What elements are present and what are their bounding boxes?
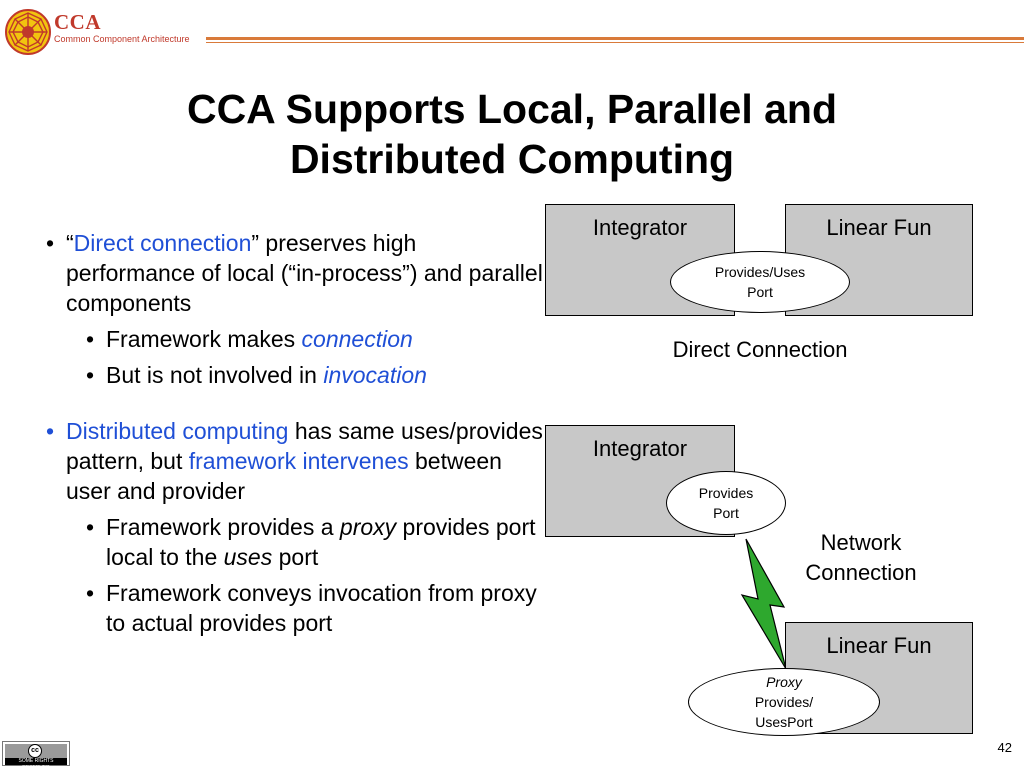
cc-icon: cc — [28, 744, 42, 758]
highlight-direct-connection: Direct connection — [73, 230, 252, 256]
bullet-distributed-computing: •Distributed computing has same uses/pro… — [46, 418, 543, 504]
page-number: 42 — [997, 740, 1012, 755]
header-rule — [206, 37, 1024, 40]
provides-uses-port-ellipse: Provides/Uses Port — [670, 251, 850, 313]
bullet-direct-connection: •“Direct connection” preserves high perf… — [46, 230, 543, 316]
brand-long: Common Component Architecture — [54, 34, 190, 44]
slide-title: CCA Supports Local, Parallel and Distrib… — [186, 86, 838, 182]
sub-bullet-conveys: •Framework conveys invocation from proxy… — [86, 580, 537, 636]
sub-bullet-framework-makes: •Framework makes connection — [86, 326, 413, 352]
brand-short: CCA — [54, 10, 101, 34]
header-rule-thin — [206, 42, 1024, 43]
sub-bullet-proxy: •Framework provides a proxy provides por… — [86, 514, 536, 570]
cca-logo-icon — [5, 9, 51, 55]
proxy-provides-uses-port-ellipse: Proxy Provides/ UsesPort — [688, 668, 880, 736]
direct-connection-caption: Direct Connection — [672, 337, 848, 362]
provides-port-ellipse: Provides Port — [666, 471, 786, 535]
network-connection-label: Network Connection — [805, 530, 917, 585]
sub-bullet-not-involved: •But is not involved in invocation — [86, 362, 427, 388]
creative-commons-badge: cc SOME RIGHTS RESERVED — [2, 741, 70, 771]
bullet-list: •“Direct connection” preserves high perf… — [46, 228, 546, 638]
